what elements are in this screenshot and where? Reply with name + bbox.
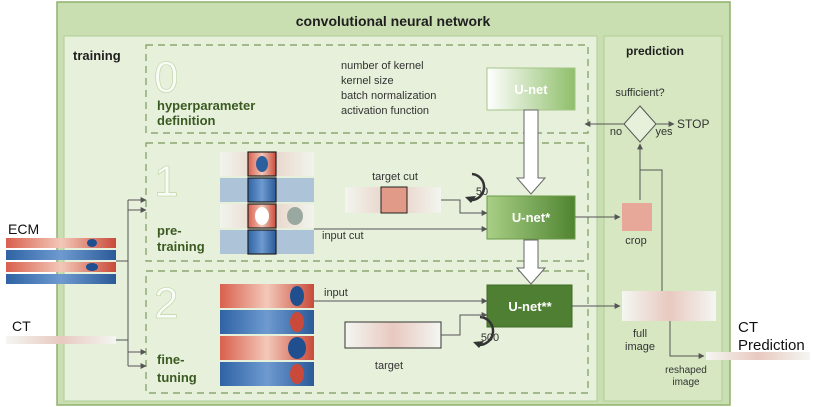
full-image-line1: full (633, 328, 647, 340)
target-cut-crop (380, 186, 408, 214)
target-cut-to-unet-star (441, 199, 488, 216)
no-label: no (610, 126, 622, 138)
input-cut-label: input cut (322, 230, 364, 242)
param-kernel-size: kernel size (341, 75, 394, 87)
ct-prediction-line2: Prediction (738, 337, 805, 354)
decision-diamond (623, 105, 657, 143)
step2-label-line2: tuning (157, 370, 197, 385)
diagram-title: convolutional neural network (296, 13, 491, 29)
reshaped-image-line1: reshaped (665, 365, 707, 376)
step0-box (145, 44, 589, 134)
step1-number: 1 (154, 157, 178, 206)
loop-500-icon (477, 315, 495, 347)
param-activation: activation function (341, 105, 429, 117)
full-to-decision-line (640, 169, 663, 291)
finetuning-maps (220, 284, 314, 386)
crop-map (622, 203, 652, 231)
target-cut-label: target cut (372, 171, 418, 183)
ct-label: CT (12, 318, 31, 334)
unet1-to-unet2-arrow (515, 239, 547, 285)
unet-label: U-net (514, 82, 548, 97)
ecm-maps (6, 238, 116, 284)
loop-50-icon (469, 172, 486, 202)
step0-label-line1: hyperparameter (157, 98, 255, 113)
step1-label-line1: pre- (157, 223, 182, 238)
reshaped-image-line2: image (672, 377, 700, 388)
ecm-label: ECM (8, 221, 39, 237)
loop-50-arrowhead (465, 196, 476, 203)
unet-double-star-box (486, 284, 573, 328)
input-label: input (324, 287, 348, 299)
crop-label: crop (625, 235, 646, 247)
unet-to-unet1-arrow (515, 109, 547, 195)
step1-label-line2: training (157, 239, 205, 254)
step0-number: 0 (154, 53, 178, 102)
training-label: training (73, 48, 121, 63)
ct-prediction-line1: CT (738, 319, 758, 336)
ct-map (6, 336, 116, 344)
unet-double-star-label: U-net** (508, 299, 552, 314)
stop-label: STOP (677, 117, 709, 131)
param-kernel-number: number of kernel (341, 60, 424, 72)
prediction-label: prediction (626, 44, 684, 58)
full-to-reshaped-arrow (669, 321, 705, 359)
step2-box (145, 270, 589, 394)
epochs-500: 500 (481, 332, 499, 344)
full-image-map (622, 291, 716, 321)
step2-number: 2 (154, 279, 178, 328)
reshaped-image-map (706, 352, 810, 360)
yes-label: yes (655, 126, 673, 138)
epochs-50: 50 (476, 186, 488, 198)
unet-box (486, 67, 576, 111)
step2-label-line1: fine- (157, 352, 184, 367)
target-map (344, 321, 442, 349)
pretraining-maps (220, 151, 314, 255)
unet-star-box (486, 195, 576, 240)
unet-star-label: U-net* (512, 210, 551, 225)
param-batch-norm: batch normalization (341, 90, 436, 102)
full-image-line2: image (625, 341, 655, 353)
target-to-unet-double-star (441, 312, 488, 336)
step0-label-line2: definition (157, 113, 216, 128)
target-label: target (375, 360, 403, 372)
loop-500-arrowhead (473, 341, 484, 348)
sufficient-question: sufficient? (615, 87, 664, 99)
